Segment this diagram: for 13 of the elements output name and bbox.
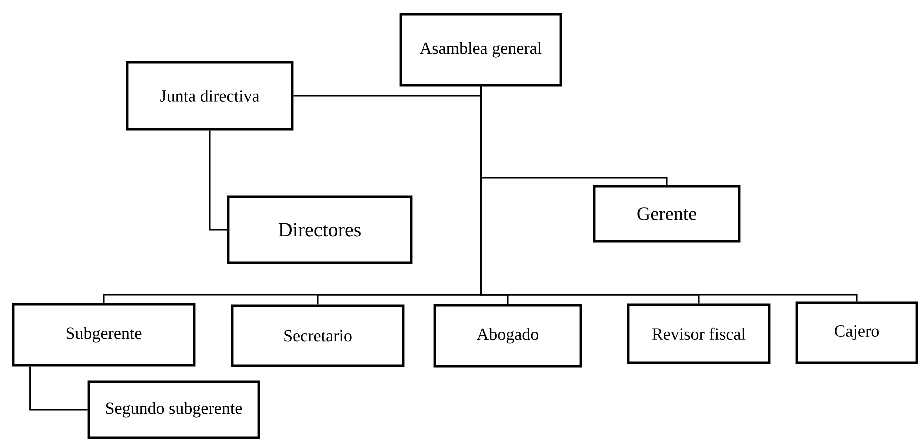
connector-line: [30, 366, 88, 411]
connector-line: [209, 130, 228, 231]
org-box: Asamblea general: [400, 13, 562, 87]
org-box: Junta directiva: [126, 61, 294, 131]
connector-line: [480, 86, 858, 302]
org-box: Gerente: [593, 185, 741, 243]
org-box: Subgerente: [12, 303, 196, 367]
org-box: Segundo subgerente: [88, 380, 260, 440]
org-box: Abogado: [434, 304, 582, 368]
org-box: Secretario: [231, 304, 405, 368]
org-box: Directores: [227, 196, 413, 264]
org-box: Cajero: [796, 302, 918, 364]
org-box: Revisor fiscal: [627, 304, 771, 364]
